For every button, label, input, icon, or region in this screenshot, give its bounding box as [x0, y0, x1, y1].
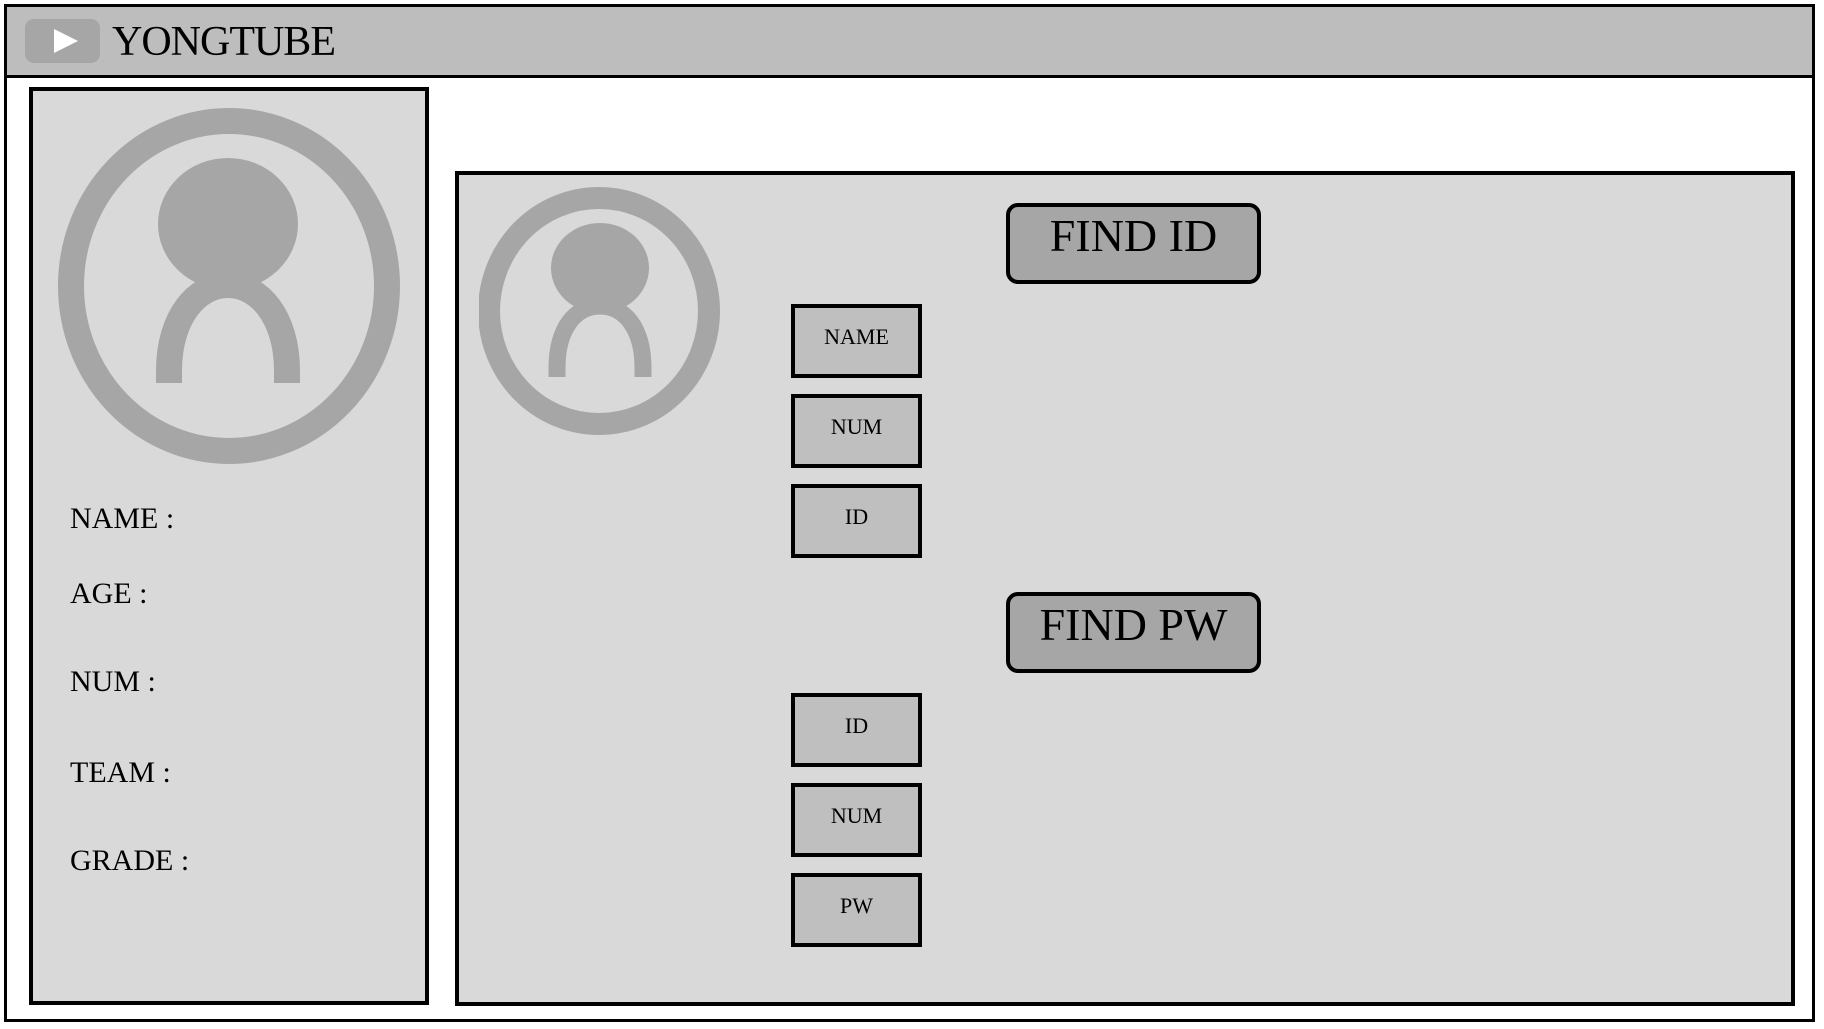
profile-sidebar: NAME : AGE : NUM : TEAM : GRADE : [29, 87, 429, 1005]
find-id-name-field[interactable]: NAME [791, 304, 922, 378]
find-pw-pw-field[interactable]: PW [791, 873, 922, 947]
profile-age-label: AGE : [70, 577, 148, 610]
user-avatar-icon [479, 187, 720, 435]
find-pw-num-field[interactable]: NUM [791, 783, 922, 857]
find-id-id-field[interactable]: ID [791, 484, 922, 558]
play-triangle [54, 29, 78, 53]
profile-name-label: NAME : [70, 502, 175, 535]
app-window: YONGTUBE NAME : AGE : NUM : TEAM : GRADE… [4, 4, 1815, 1022]
find-account-panel: FIND ID NAME NUM ID FIND PW ID NUM PW [455, 171, 1795, 1006]
find-id-button[interactable]: FIND ID [1006, 203, 1261, 284]
user-avatar-icon [58, 108, 400, 464]
profile-grade-label: GRADE : [70, 844, 190, 877]
find-id-num-field[interactable]: NUM [791, 394, 922, 468]
profile-num-label: NUM : [70, 665, 156, 698]
play-icon[interactable] [25, 19, 100, 63]
app-title: YONGTUBE [112, 19, 336, 65]
profile-team-label: TEAM : [70, 756, 171, 789]
find-pw-id-field[interactable]: ID [791, 693, 922, 767]
find-pw-button[interactable]: FIND PW [1006, 592, 1261, 673]
top-bar: YONGTUBE [7, 7, 1812, 78]
